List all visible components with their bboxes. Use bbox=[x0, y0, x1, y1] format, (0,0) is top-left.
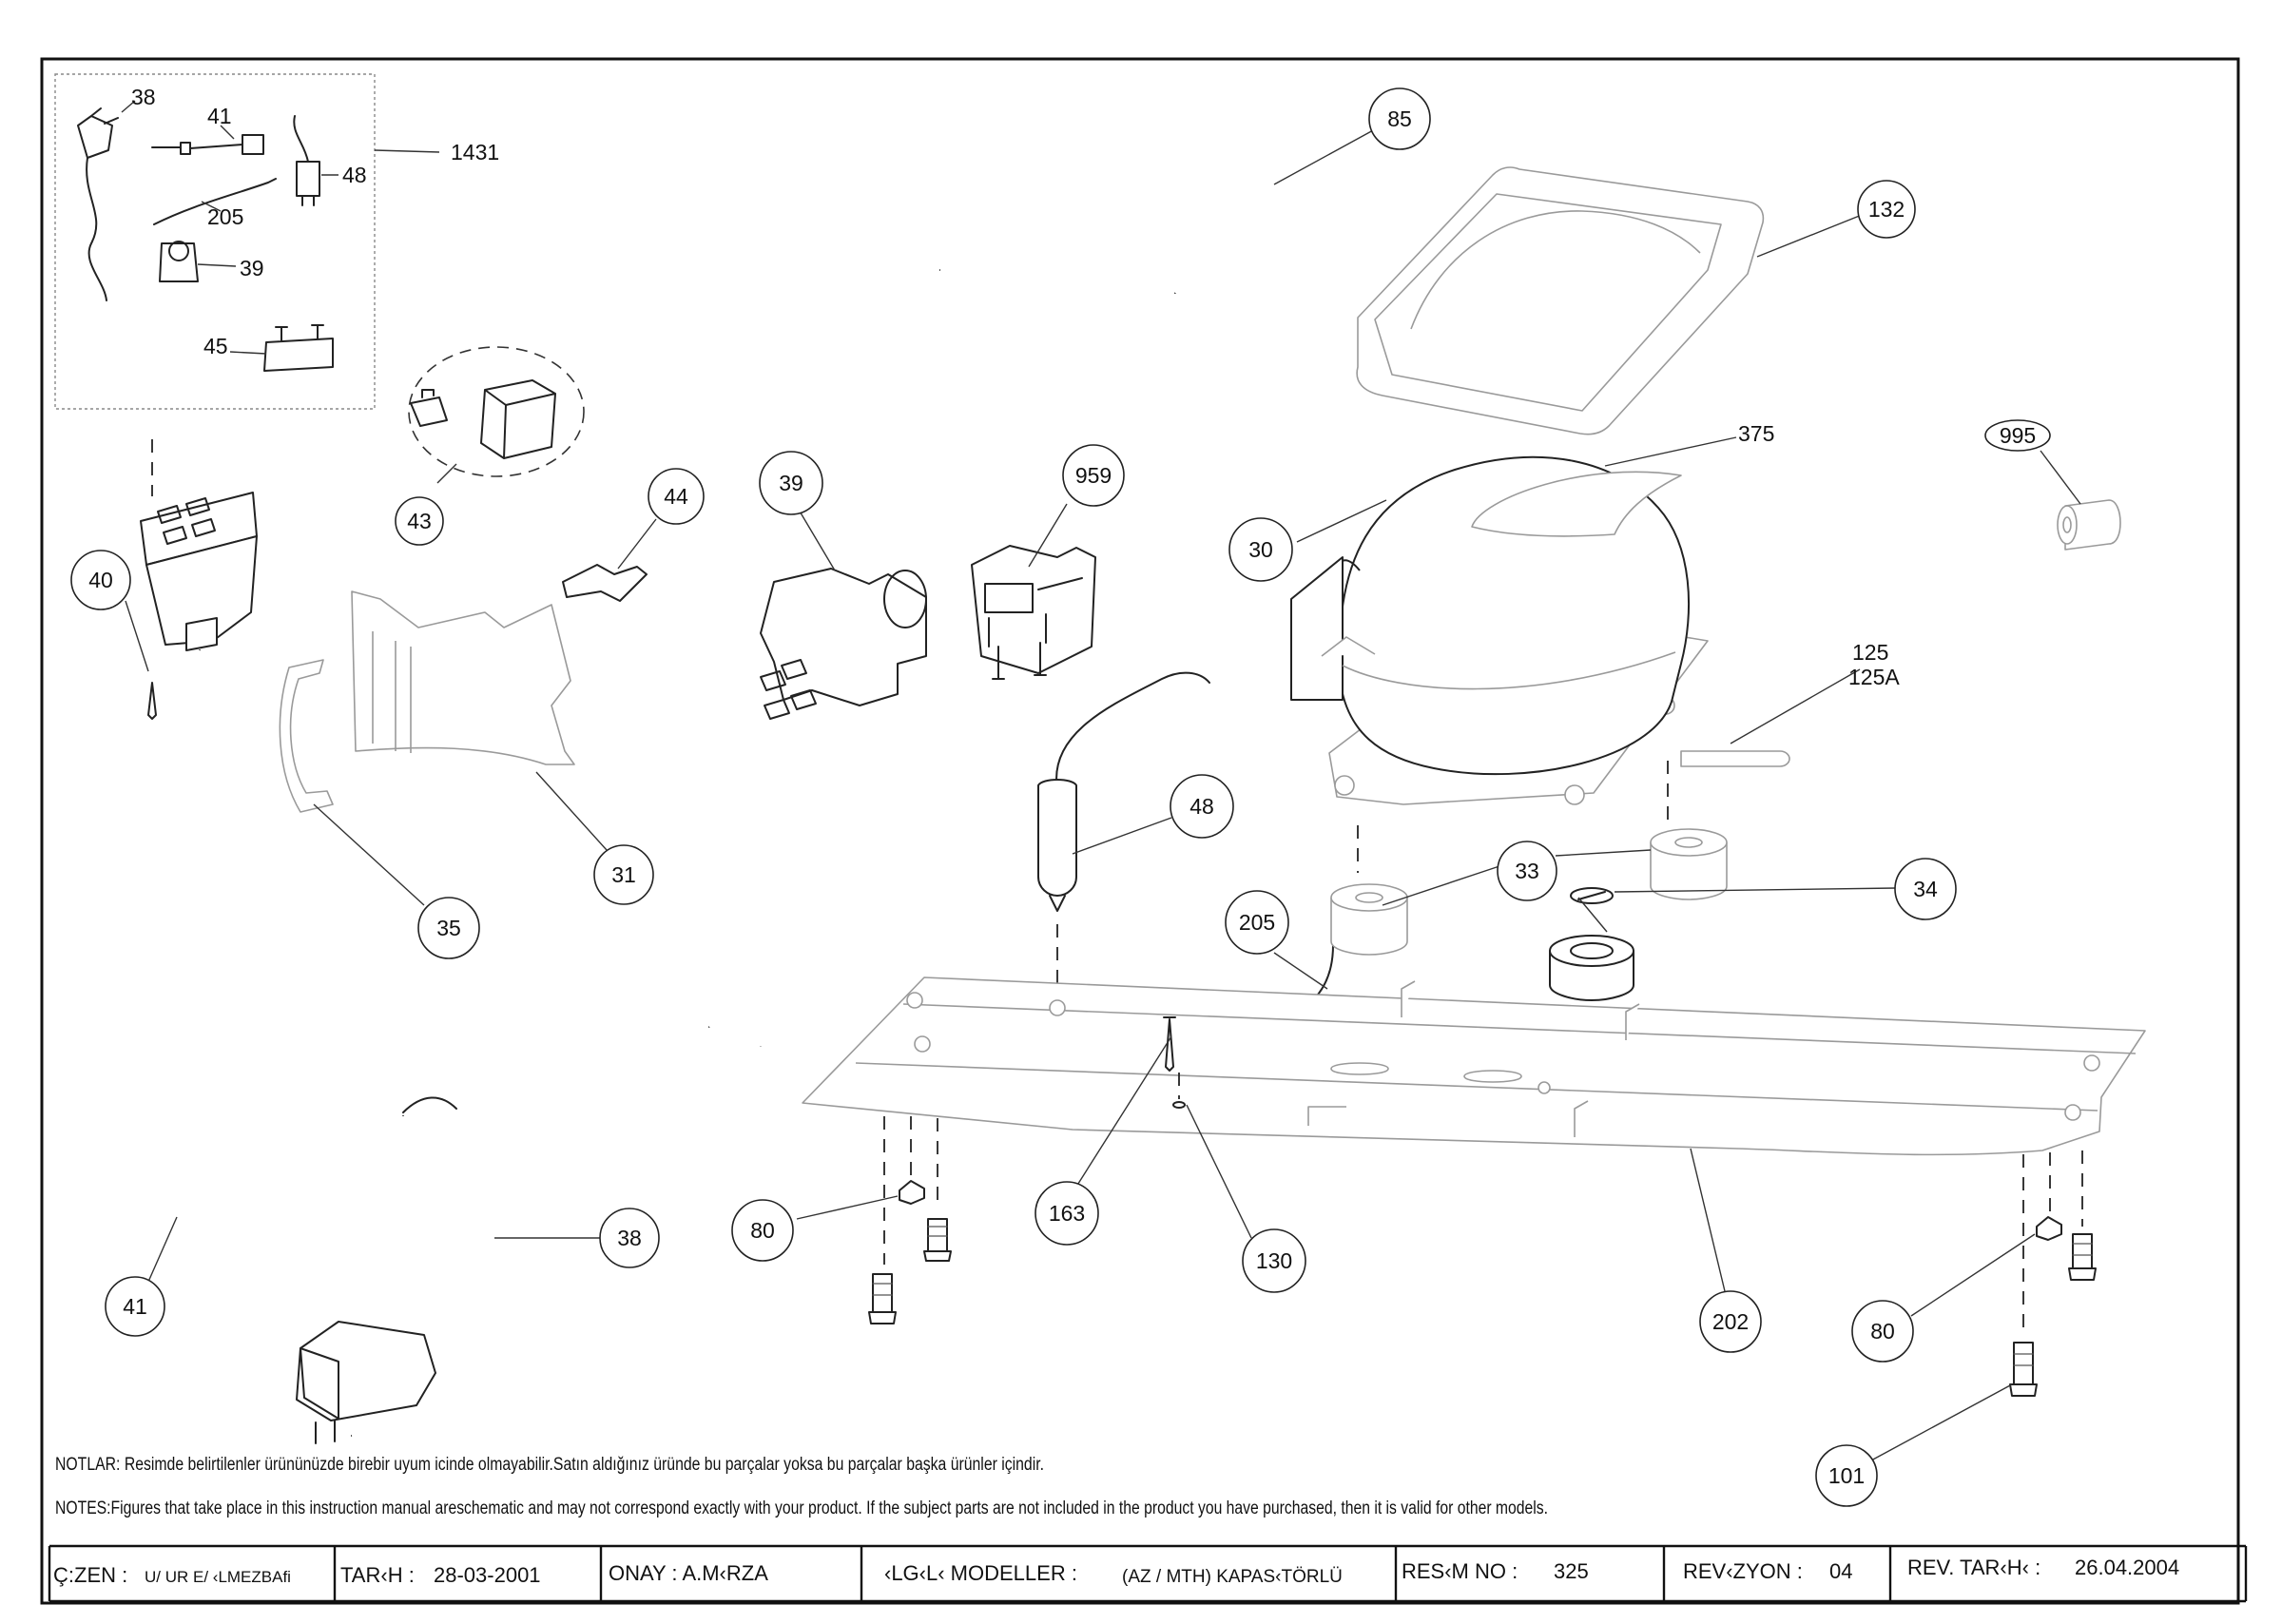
part-995-group: 995 bbox=[1984, 419, 2121, 551]
part-38-cord-plug-group: 38 bbox=[296, 993, 765, 1444]
callout-45-inset: 45 bbox=[203, 334, 228, 358]
drawn-by-value: U/ UR E/ ‹LMEZBAfi bbox=[145, 1568, 291, 1586]
models-label: ‹LG‹L‹ MODELLER : bbox=[884, 1561, 1077, 1585]
revision-label: REV‹ZYON : bbox=[1683, 1559, 1803, 1583]
inset-kit-group: 38 41 48 205 39 45 1431 bbox=[54, 73, 499, 410]
part-40-41-socket-cord-group: 40 41 bbox=[70, 439, 457, 1337]
note-english: NOTES:Figures that take place in this in… bbox=[55, 1498, 1548, 1518]
inset-wire-shape bbox=[153, 178, 277, 225]
part-163-130-screw-group: 163 130 bbox=[1035, 1016, 1306, 1293]
part-39-relay-group: 39 bbox=[759, 451, 927, 720]
part-31-35-cover-group: 31 35 bbox=[279, 590, 654, 959]
inset-plug-shape bbox=[77, 107, 119, 301]
callout-205: 205 bbox=[1239, 910, 1275, 935]
part-80-101-feet-left-group: 80 bbox=[731, 1116, 952, 1324]
callout-125: 125 bbox=[1852, 640, 1888, 665]
part-132-group: 132 bbox=[1356, 166, 1916, 435]
callout-1431: 1431 bbox=[451, 140, 499, 164]
part-30-compressor-group: 30 375 125 125A bbox=[1228, 421, 1900, 873]
callout-80-left: 80 bbox=[750, 1218, 775, 1243]
inset-cable-shape bbox=[151, 134, 264, 155]
callout-959: 959 bbox=[1075, 463, 1112, 488]
callout-30: 30 bbox=[1248, 537, 1273, 562]
callout-43: 43 bbox=[407, 509, 432, 533]
part-202-baseplate-group: 202 bbox=[802, 976, 2146, 1353]
drawing-no-value: 325 bbox=[1554, 1559, 1589, 1583]
callout-995: 995 bbox=[2000, 423, 2036, 448]
part-33-34-grommets-group: 33 34 bbox=[1330, 828, 1957, 1001]
title-block: Ç:ZEN : U/ UR E/ ‹LMEZBAfi TAR‹H : 28-03… bbox=[48, 1544, 2248, 1603]
drawn-by-label: Ç:ZEN : bbox=[53, 1563, 127, 1587]
callout-44: 44 bbox=[664, 484, 688, 509]
callout-375: 375 bbox=[1738, 421, 1774, 446]
revision-date-value: 26.04.2004 bbox=[2075, 1556, 2179, 1579]
callout-205-inset: 205 bbox=[207, 204, 243, 229]
callout-41: 41 bbox=[123, 1294, 147, 1319]
part-43-group: 43 bbox=[395, 346, 585, 546]
callout-34: 34 bbox=[1913, 877, 1938, 901]
callout-38-inset: 38 bbox=[131, 85, 156, 109]
callout-80-right: 80 bbox=[1870, 1319, 1895, 1344]
callout-202: 202 bbox=[1712, 1309, 1749, 1334]
callout-101: 101 bbox=[1828, 1463, 1865, 1488]
callout-39-inset: 39 bbox=[240, 256, 264, 280]
note-turkish: NOTLAR: Resimde belirtilenler ürününüzde… bbox=[55, 1455, 1044, 1475]
inset-relay-shape bbox=[159, 241, 199, 282]
callout-132: 132 bbox=[1868, 197, 1905, 222]
part-959-group: 959 bbox=[971, 444, 1125, 680]
callout-48-inset: 48 bbox=[342, 163, 367, 187]
inset-capacitor-shape bbox=[293, 115, 320, 206]
callout-39: 39 bbox=[779, 471, 803, 495]
date-value: 28-03-2001 bbox=[434, 1563, 541, 1587]
drawing-no-label: RES‹M NO : bbox=[1402, 1559, 1518, 1583]
callout-130: 130 bbox=[1256, 1248, 1292, 1273]
date-label: TAR‹H : bbox=[340, 1563, 415, 1587]
approval-text: ONAY : A.M‹RZA bbox=[609, 1561, 768, 1585]
inset-kit-box bbox=[54, 73, 376, 410]
callout-33: 33 bbox=[1515, 859, 1539, 883]
part-80-101-feet-right-group: 80 101 bbox=[1815, 1150, 2097, 1507]
callout-35: 35 bbox=[436, 916, 461, 940]
revision-date-label: REV. TAR‹H‹ : bbox=[1907, 1556, 2040, 1579]
callout-48: 48 bbox=[1189, 794, 1214, 819]
part-48-capacitor-group: 48 bbox=[1037, 671, 1234, 995]
callout-125a: 125A bbox=[1848, 665, 1900, 689]
part-44-group: 44 bbox=[562, 468, 705, 602]
part-85-group: 85 bbox=[834, 87, 1431, 295]
callout-85: 85 bbox=[1387, 106, 1412, 131]
callout-41-inset: 41 bbox=[207, 104, 232, 128]
callout-163: 163 bbox=[1049, 1201, 1085, 1226]
revision-value: 04 bbox=[1829, 1559, 1852, 1583]
inset-clamp-shape bbox=[263, 324, 334, 372]
callout-38: 38 bbox=[617, 1226, 642, 1250]
models-value: (AZ / MTH) KAPAS‹TÖRLÜ bbox=[1122, 1567, 1343, 1587]
callout-31: 31 bbox=[611, 862, 636, 887]
drawing-border bbox=[40, 57, 2240, 1605]
callout-40: 40 bbox=[88, 568, 113, 592]
